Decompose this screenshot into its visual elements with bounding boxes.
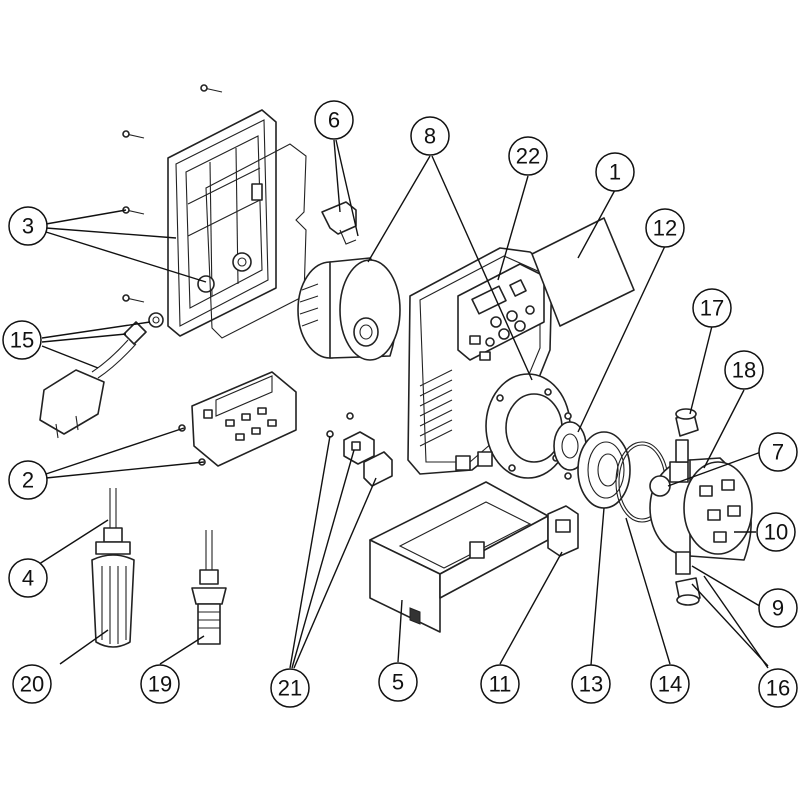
callout-4-label: 4 bbox=[22, 566, 34, 591]
callout-20-label: 20 bbox=[20, 672, 44, 697]
callout-3: 3 bbox=[8, 206, 48, 246]
callout-5-label: 5 bbox=[392, 670, 404, 695]
label-sticker bbox=[531, 217, 635, 327]
suction-filter bbox=[91, 488, 135, 648]
callout-6-label: 6 bbox=[328, 108, 340, 133]
cover-gasket bbox=[205, 143, 307, 339]
callout-1: 1 bbox=[595, 152, 635, 192]
injection-valve bbox=[191, 530, 227, 645]
callout-11-label: 11 bbox=[489, 672, 512, 697]
callout-3-label: 3 bbox=[22, 214, 34, 239]
callout-17: 17 bbox=[692, 288, 732, 328]
cover-screws bbox=[122, 84, 223, 303]
callout-19: 19 bbox=[140, 664, 180, 704]
callout-19-label: 19 bbox=[148, 672, 172, 697]
back-cover-plate bbox=[167, 109, 277, 337]
callout-22: 22 bbox=[508, 136, 548, 176]
callout-9: 9 bbox=[758, 588, 798, 628]
callout-5: 5 bbox=[378, 662, 418, 702]
callout-6: 6 bbox=[314, 100, 354, 140]
callout-13: 13 bbox=[571, 664, 611, 704]
diaphragm bbox=[577, 431, 631, 509]
callout-7-label: 7 bbox=[772, 440, 784, 465]
leader-lines bbox=[35, 139, 769, 669]
mounting-bracket bbox=[369, 481, 549, 633]
callout-10: 10 bbox=[756, 512, 796, 552]
callout-17-label: 17 bbox=[700, 296, 724, 321]
valve-nut-bottom bbox=[675, 577, 701, 606]
control-board bbox=[178, 371, 297, 467]
callout-8: 8 bbox=[410, 116, 450, 156]
callout-18: 18 bbox=[724, 350, 764, 390]
valve-nut-top bbox=[675, 408, 699, 437]
callout-22-label: 22 bbox=[516, 144, 540, 169]
callout-14: 14 bbox=[650, 664, 690, 704]
callout-15-label: 15 bbox=[10, 328, 34, 353]
callout-16: 16 bbox=[758, 668, 798, 708]
callout-20: 20 bbox=[12, 664, 52, 704]
callout-14-label: 14 bbox=[658, 672, 682, 697]
pump-head bbox=[649, 439, 753, 575]
callout-21: 21 bbox=[270, 668, 310, 708]
callout-1-label: 1 bbox=[609, 160, 621, 185]
callout-18-label: 18 bbox=[732, 358, 756, 383]
callout-13-label: 13 bbox=[579, 672, 603, 697]
diaphragm-seal bbox=[553, 412, 587, 480]
callout-4: 4 bbox=[8, 558, 48, 598]
callout-12: 12 bbox=[645, 208, 685, 248]
callout-2-label: 2 bbox=[22, 468, 34, 493]
callout-16-label: 16 bbox=[766, 676, 790, 701]
power-cable-plug bbox=[39, 312, 164, 439]
callout-9-label: 9 bbox=[772, 596, 784, 621]
connector-parts bbox=[326, 412, 393, 487]
callout-21-label: 21 bbox=[278, 676, 302, 701]
callout-10-label: 10 bbox=[764, 520, 788, 545]
callout-2: 2 bbox=[8, 460, 48, 500]
signal-connector bbox=[547, 505, 579, 557]
pump-housing bbox=[407, 247, 571, 479]
callout-12-label: 12 bbox=[653, 216, 677, 241]
callout-7: 7 bbox=[758, 432, 798, 472]
callout-8-label: 8 bbox=[424, 124, 436, 149]
callout-15: 15 bbox=[2, 320, 42, 360]
solenoid-magnet bbox=[297, 257, 401, 361]
callout-11: 11 bbox=[480, 664, 520, 704]
